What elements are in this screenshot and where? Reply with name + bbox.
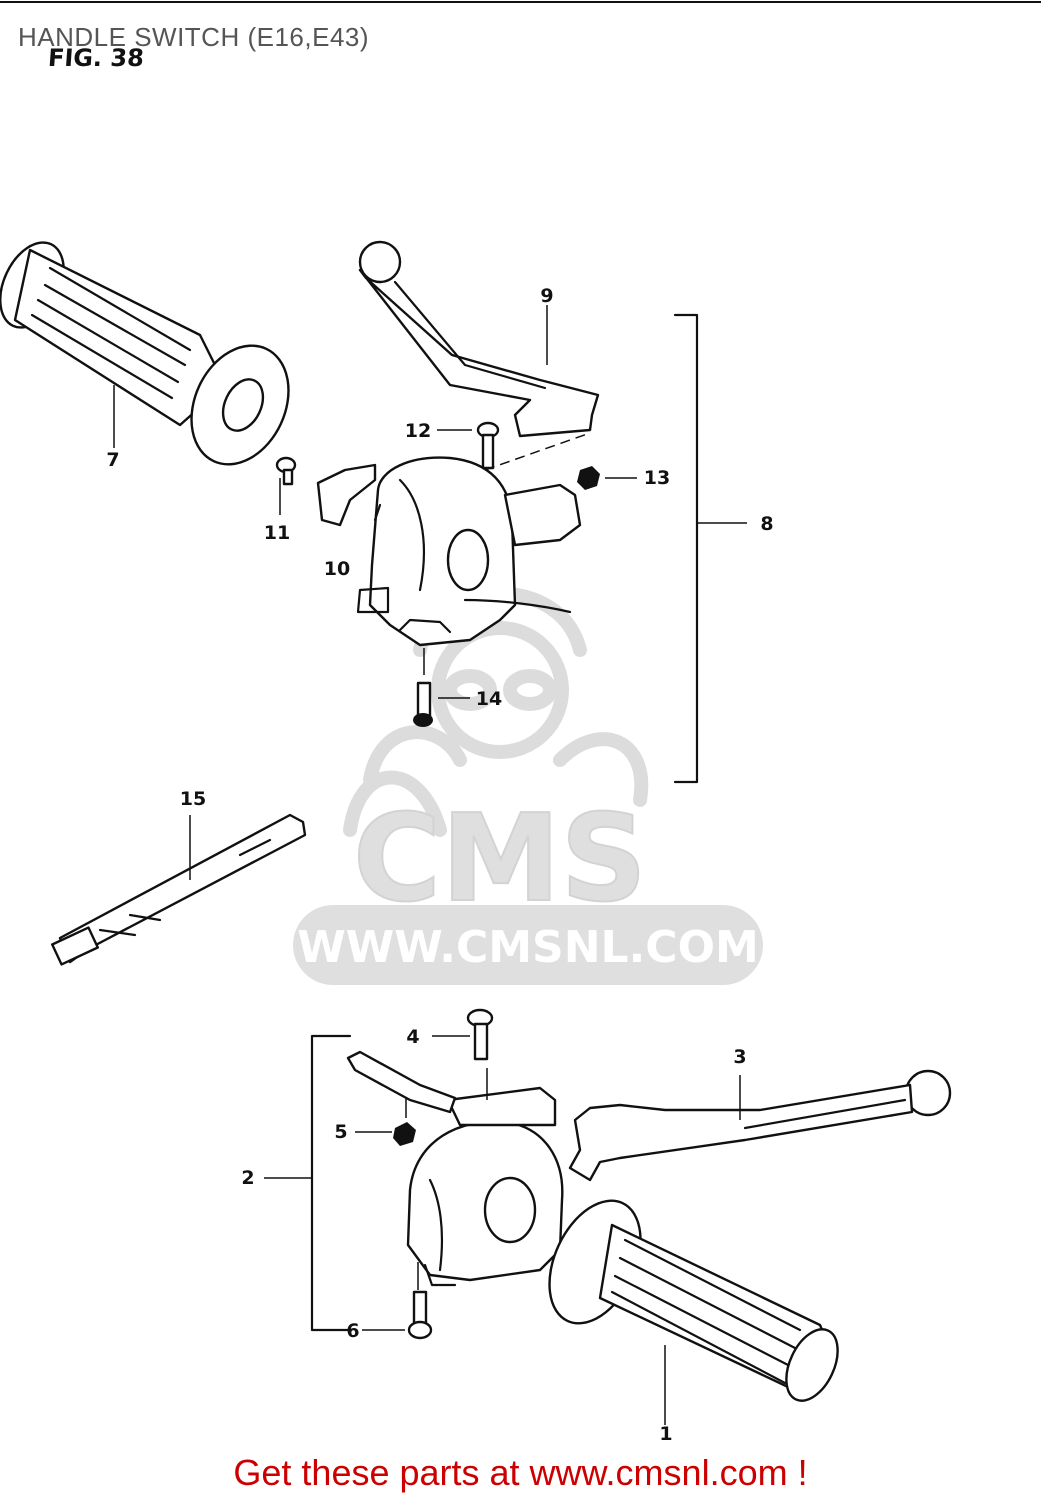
callout-7: 7 xyxy=(106,449,119,471)
callout-1: 1 xyxy=(659,1423,672,1445)
watermark-pill xyxy=(293,905,763,985)
callout-3: 3 xyxy=(733,1046,746,1068)
callout-5: 5 xyxy=(334,1121,347,1143)
lever-upper xyxy=(358,240,600,438)
grip-right xyxy=(548,1199,839,1425)
footer-link[interactable]: Get these parts at www.cmsnl.com ! xyxy=(233,1452,808,1493)
nut-13 xyxy=(577,466,637,490)
callout-11: 11 xyxy=(264,522,290,544)
screw-11 xyxy=(275,456,297,515)
screw-12 xyxy=(437,421,500,470)
watermark-url: WWW.CMSNL.COM xyxy=(297,922,759,973)
callout-9: 9 xyxy=(540,285,553,307)
nut-5 xyxy=(355,1122,416,1146)
switch-housing-right xyxy=(346,1050,564,1290)
callout-6: 6 xyxy=(346,1320,359,1342)
cable-tie xyxy=(51,813,307,966)
callout-15: 15 xyxy=(180,788,206,810)
switch-housing-left xyxy=(316,432,591,647)
callout-14: 14 xyxy=(476,688,502,710)
callouts: 1 2 3 4 5 6 7 8 9 10 11 12 13 14 15 xyxy=(106,285,773,1445)
grip-left xyxy=(0,241,290,466)
screw-14 xyxy=(413,648,470,727)
callout-12: 12 xyxy=(405,420,431,442)
bracket-2 xyxy=(264,1034,352,1332)
callout-8: 8 xyxy=(760,513,773,535)
bracket-8 xyxy=(673,313,747,784)
callout-4: 4 xyxy=(406,1026,419,1048)
screw-4 xyxy=(432,1008,494,1061)
callout-10: 10 xyxy=(324,558,350,580)
callout-2: 2 xyxy=(241,1167,254,1189)
watermark: CMS WWW.CMSNL.COM xyxy=(293,586,763,985)
page-title: HANDLE SWITCH (E16,E43) xyxy=(18,22,370,52)
lever-lower xyxy=(568,1069,952,1182)
screw-6 xyxy=(362,1290,433,1340)
callout-13: 13 xyxy=(644,467,670,489)
